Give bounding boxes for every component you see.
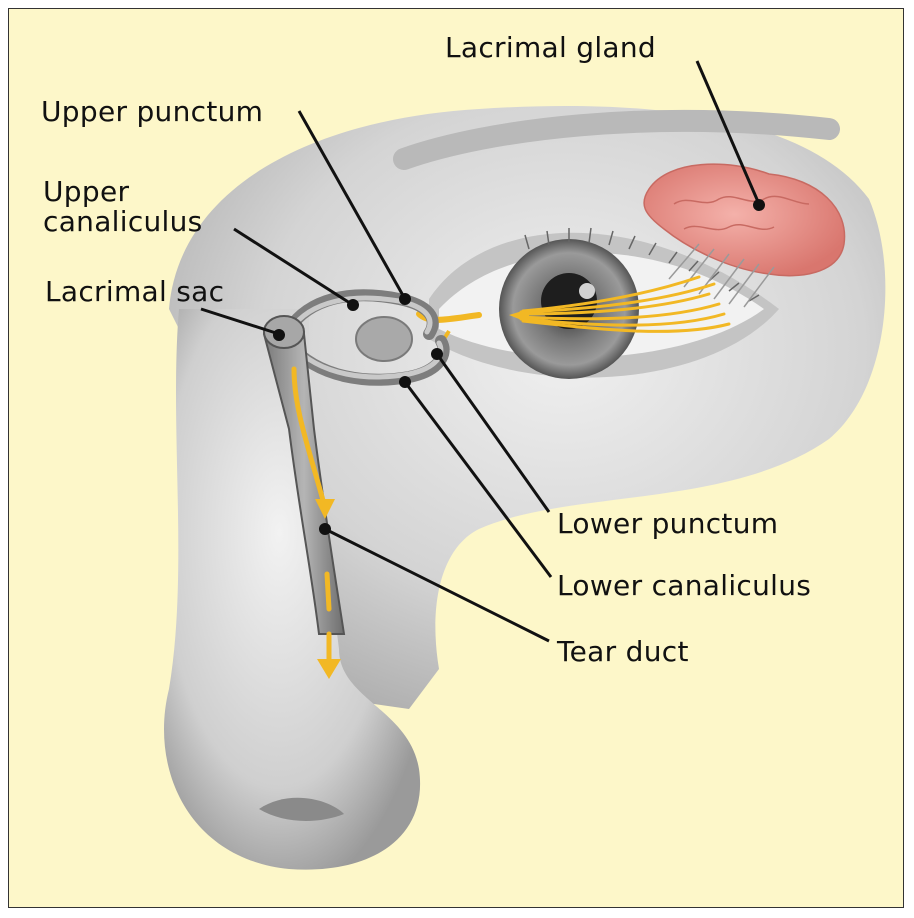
tear-flow-duct-mid (327, 574, 329, 609)
dot-lacrimal-sac (273, 329, 285, 341)
caruncle (356, 317, 412, 361)
dot-lacrimal-gland (753, 199, 765, 211)
eye-anatomy-illustration (9, 9, 904, 908)
dot-upper-canaliculus (347, 299, 359, 311)
dot-lower-punctum (431, 348, 443, 360)
label-upper-canaliculus-line2: canaliculus (43, 207, 203, 237)
dot-tear-duct (319, 523, 331, 535)
label-lower-canaliculus: Lower canaliculus (557, 571, 811, 601)
label-lower-punctum: Lower punctum (557, 509, 778, 539)
label-upper-punctum: Upper punctum (41, 97, 263, 127)
label-lacrimal-gland: Lacrimal gland (445, 33, 656, 63)
diagram-frame: Lacrimal gland Upper punctum Upper canal… (8, 8, 904, 908)
dot-lower-canaliculus (399, 376, 411, 388)
label-upper-canaliculus-line1: Upper (43, 177, 203, 207)
dot-upper-punctum (399, 293, 411, 305)
pupil-highlight (579, 283, 595, 299)
label-lacrimal-sac: Lacrimal sac (45, 277, 224, 307)
label-upper-canaliculus: Upper canaliculus (43, 177, 203, 237)
label-tear-duct: Tear duct (557, 637, 689, 667)
